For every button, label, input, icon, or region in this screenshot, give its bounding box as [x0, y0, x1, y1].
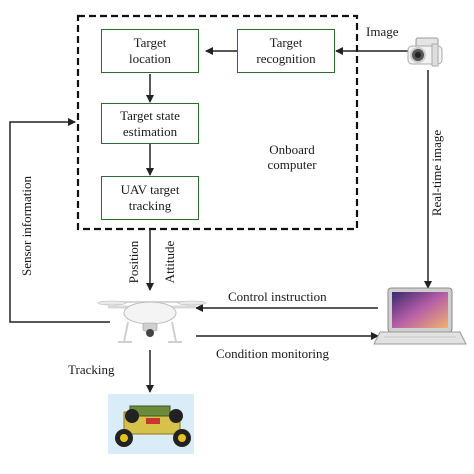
tracking-label: Tracking [68, 362, 115, 377]
uav-target-tracking-label: UAV target tracking [120, 182, 180, 213]
laptop-icon [373, 287, 467, 345]
onboard-computer-label: Onboard computer [267, 142, 317, 172]
target-state-estimation-label: Target state estimation [120, 107, 180, 139]
drone-icon [97, 300, 207, 343]
arrow-sensor-information [9, 118, 110, 323]
onboard-computer-boundary [76, 14, 359, 231]
image-label: Image [366, 24, 399, 39]
robot-car-icon [108, 394, 194, 454]
target-location-label: Target location [129, 35, 171, 66]
condition-monitoring-label: Condition monitoring [216, 346, 330, 361]
position-label: Position [126, 240, 141, 284]
sensor-information-label: Sensor information [19, 176, 34, 277]
target-recognition-box: Target recognition [237, 29, 335, 73]
target-state-estimation-box: Target state estimation [101, 103, 199, 144]
uav-target-tracking-box: UAV target tracking [101, 176, 199, 220]
attitude-label: Attitude [162, 240, 177, 284]
camera-icon [407, 37, 443, 67]
control-instruction-label: Control instruction [228, 289, 327, 304]
target-location-box: Target location [101, 29, 199, 73]
real-time-image-label: Real-time image [429, 129, 444, 217]
target-recognition-label: Target recognition [256, 35, 316, 66]
